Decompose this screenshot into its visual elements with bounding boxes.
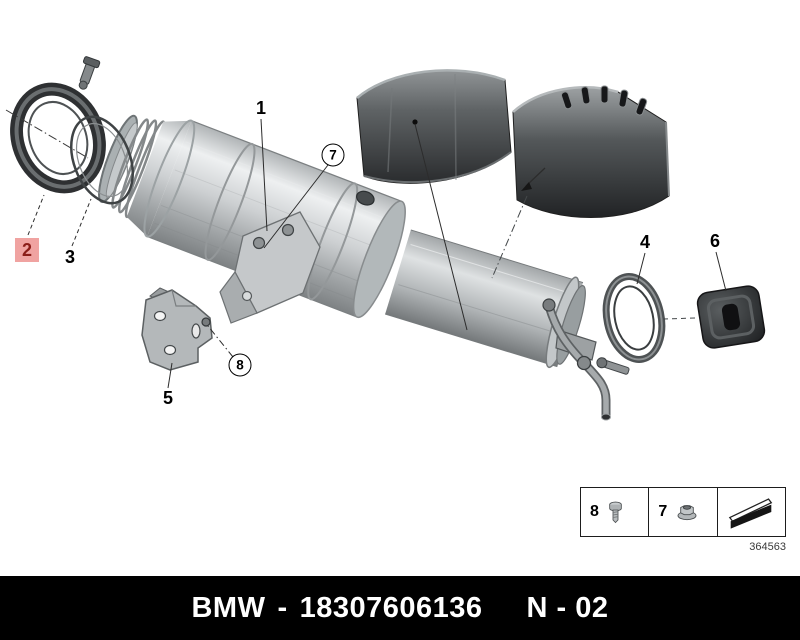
sensor-boss xyxy=(576,355,592,371)
callout-6[interactable]: 6 xyxy=(709,231,721,251)
part-1-catalytic-converter xyxy=(98,114,406,319)
part-6-rubber-mount xyxy=(696,285,766,349)
legend-item-8-label: 8 xyxy=(590,503,599,520)
footer-page-code: N - 02 xyxy=(526,591,609,624)
footer-separator: - xyxy=(277,591,288,624)
part-1-rear-section xyxy=(384,229,586,369)
part-5-bracket xyxy=(141,287,213,371)
diagram-canvas: 1 2 3 4 5 6 7 8 8 7 xyxy=(5,56,786,553)
part-2-clamp xyxy=(10,56,106,194)
callout-5[interactable]: 5 xyxy=(162,388,174,408)
part-3-gasket xyxy=(70,115,134,205)
legend-item-7[interactable]: 7 xyxy=(649,488,718,536)
assembly-arrow xyxy=(521,182,532,191)
callout-7-circled[interactable]: 7 xyxy=(321,143,345,167)
converter-top-port xyxy=(356,190,375,206)
sensor-tube xyxy=(542,298,611,421)
callout-3[interactable]: 3 xyxy=(64,247,76,267)
callout-4[interactable]: 4 xyxy=(639,232,651,252)
legend-box: 8 7 xyxy=(580,487,786,537)
footer-brand: BMW xyxy=(191,591,266,624)
callout-2-highlighted[interactable]: 2 xyxy=(14,238,40,262)
flange-nut-icon xyxy=(677,505,697,521)
footer-part-number: 18307606136 xyxy=(299,591,483,624)
legend-item-7-label: 7 xyxy=(658,503,668,520)
legend-item-consumables[interactable] xyxy=(718,488,785,536)
bolt-icon xyxy=(609,501,622,523)
bracket-stud xyxy=(201,317,211,327)
footer-bar: BMW - 18307606136 N - 02 xyxy=(0,576,800,640)
consumables-wedge-icon xyxy=(729,498,773,529)
diagram-number: 364563 xyxy=(749,541,786,553)
callout-8-circled[interactable]: 8 xyxy=(228,353,252,377)
part-heat-shield-rear xyxy=(512,85,670,218)
converter-flange-joint xyxy=(219,211,321,324)
shield-rivet xyxy=(412,119,418,125)
part-heat-shield-front xyxy=(356,69,512,184)
legend-item-8[interactable]: 8 xyxy=(581,488,650,536)
exploded-view-drawing xyxy=(5,56,766,421)
callout-1[interactable]: 1 xyxy=(255,98,267,118)
shield-vent-slots xyxy=(560,85,648,116)
clamp-bolt xyxy=(78,56,101,90)
clamp-ring-bolt xyxy=(596,357,630,375)
leader-lines xyxy=(5,109,727,389)
part-4-clamp-ring xyxy=(596,273,666,375)
